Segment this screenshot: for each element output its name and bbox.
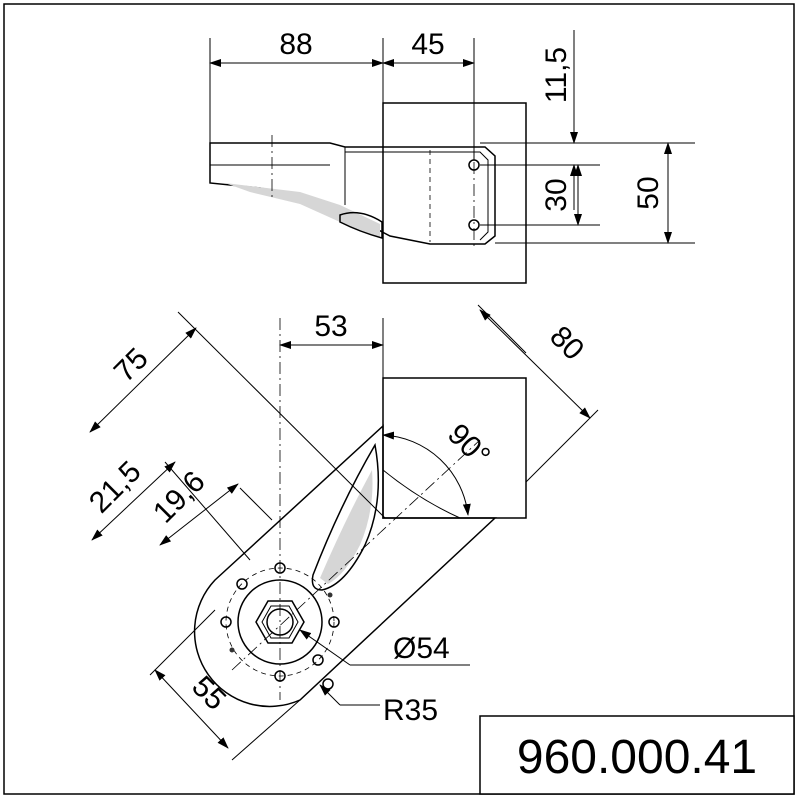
dim-line-21-5: [91, 461, 176, 541]
front-view-bolt-hole-small: [229, 647, 235, 653]
top-view: 88 45 11,5 30 50: [209, 28, 695, 284]
dim-front-length: 80: [543, 320, 590, 367]
top-view-arm-shadow: [225, 183, 380, 238]
ext-line: [477, 304, 527, 354]
ext-line: [149, 609, 216, 676]
part-number: 960.000.41: [517, 731, 757, 784]
ext-line: [231, 699, 301, 761]
dim-front-offset: 53: [314, 310, 347, 343]
front-view-bolt-hole: [328, 616, 340, 628]
top-view-arm-slot: [339, 211, 383, 239]
leader-bolt-circle: [299, 629, 351, 666]
dim-arc-90: [382, 431, 471, 516]
ext-line: [239, 487, 273, 521]
front-view-bolt-hole: [322, 678, 334, 690]
dim-top-width-right: 45: [411, 28, 444, 61]
front-view-bolt-hole: [236, 578, 248, 590]
title-block: 960.000.41: [479, 715, 795, 795]
leader-radius: [319, 684, 341, 706]
front-view: 53 80 75 21,5 19,6 55 90° Ø54 R35: [83, 304, 599, 761]
dim-line-55: [154, 669, 229, 749]
dim-top-height: 50: [632, 176, 665, 209]
top-view-arm-body: [209, 142, 496, 245]
front-view-bolt-hole: [220, 616, 232, 628]
front-view-bolt-hole-small: [327, 592, 333, 598]
dim-front-hub-a: 21,5: [83, 455, 148, 520]
front-view-arm-slot: [311, 442, 380, 591]
ext-line: [177, 311, 386, 519]
dim-front-length-diag: 75: [108, 342, 155, 389]
top-view-arm-edge-3: [345, 151, 489, 241]
dim-line-75: [89, 327, 197, 433]
dim-line-19-6: [159, 483, 239, 546]
dim-front-hub-b: 19,6: [147, 465, 212, 530]
dim-bolt-circle: Ø54: [393, 632, 450, 665]
dim-top-offset: 11,5: [540, 47, 573, 103]
front-view-bolt-hole: [312, 654, 324, 666]
front-view-hub-hex: [255, 600, 305, 644]
top-view-mount-block: [382, 102, 527, 284]
dim-top-width-left: 88: [279, 28, 312, 61]
dim-line-80: [479, 309, 591, 419]
dim-top-hole-spacing: 30: [540, 178, 573, 211]
drawing-frame: [3, 3, 795, 795]
dim-radius: R35: [383, 694, 438, 727]
front-view-hub-hex-inner: [261, 605, 299, 639]
ext-line: [525, 409, 599, 483]
title-block-frame: [479, 715, 795, 795]
dim-angle: 90°: [441, 418, 496, 473]
front-view-arm-slot-shade: [320, 470, 373, 584]
